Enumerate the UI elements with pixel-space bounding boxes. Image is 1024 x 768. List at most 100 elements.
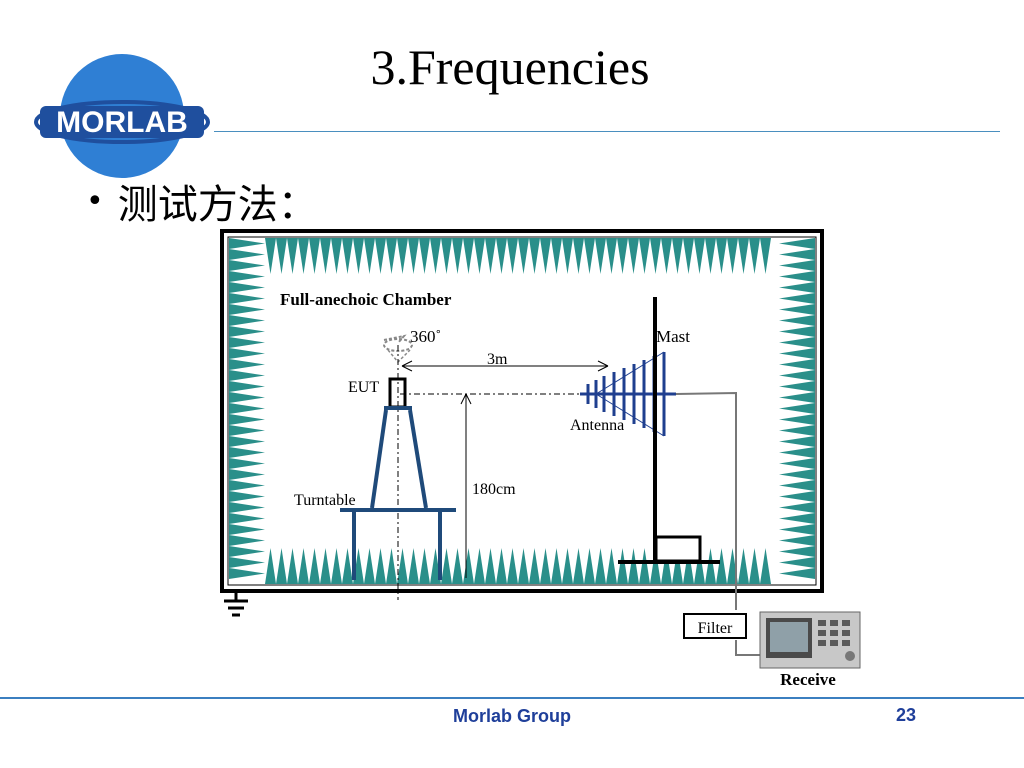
title-underline <box>214 131 1000 132</box>
absorber-cone <box>452 238 463 274</box>
antenna-label: Antenna <box>570 417 624 434</box>
absorber-cone <box>779 337 815 348</box>
absorber-cone <box>419 238 430 274</box>
absorber-cone <box>779 282 815 293</box>
absorber-cone <box>727 238 738 274</box>
absorber-cone <box>738 238 749 274</box>
absorber-cone <box>518 548 529 584</box>
absorber-cone <box>749 238 760 274</box>
absorber-cone <box>320 548 331 584</box>
turntable-stand <box>340 406 456 580</box>
absorber-cone <box>496 548 507 584</box>
absorber-cone <box>573 238 584 274</box>
absorber-cone <box>229 348 265 359</box>
absorber-cone <box>628 548 639 584</box>
logo-text-band <box>40 106 204 138</box>
absorber-cone <box>309 548 320 584</box>
absorber-cone <box>441 548 452 584</box>
absorber-cone <box>386 238 397 274</box>
absorber-cone <box>229 392 265 403</box>
absorber-cone <box>309 238 320 274</box>
bullet-item: • 测试方法： <box>86 172 318 230</box>
absorber-cone <box>364 548 375 584</box>
absorber-cone <box>452 548 463 584</box>
absorber-cone <box>276 548 287 584</box>
eut-label: EUT <box>348 379 379 396</box>
absorber-cone <box>229 425 265 436</box>
logo-ring <box>34 100 210 144</box>
absorber-cone <box>650 548 661 584</box>
absorber-cone <box>229 568 265 579</box>
absorber-cone <box>650 238 661 274</box>
absorber-cone <box>320 238 331 274</box>
absorber-cone <box>229 436 265 447</box>
absorber-cone <box>779 381 815 392</box>
absorber-cone <box>779 436 815 447</box>
absorber-cone <box>507 548 518 584</box>
absorber-cone <box>529 548 540 584</box>
absorber-cone <box>779 359 815 370</box>
absorber-cone <box>661 548 672 584</box>
absorber-cone <box>595 548 606 584</box>
absorber-cone <box>562 238 573 274</box>
absorber-cone <box>229 381 265 392</box>
absorber-cone <box>705 548 716 584</box>
chamber-label: Full-anechoic Chamber <box>280 290 452 309</box>
chamber-outer-wall <box>220 229 824 593</box>
absorber-cone <box>779 249 815 260</box>
absorber-cone <box>229 282 265 293</box>
filter-box <box>683 613 747 639</box>
filter-label: Filter <box>698 620 733 637</box>
turntable-label: Turntable <box>294 492 356 509</box>
absorber-cone <box>229 304 265 315</box>
absorber-cone <box>342 548 353 584</box>
absorber-cone <box>229 491 265 502</box>
absorber-cone <box>779 469 815 480</box>
absorber-cone <box>408 548 419 584</box>
absorber-cone <box>229 337 265 348</box>
absorber-cone <box>474 548 485 584</box>
height-label: 180cm <box>472 481 516 498</box>
absorber-cone <box>265 548 276 584</box>
morlab-logo: MORLAB <box>34 54 210 178</box>
distance-label: 3m <box>487 351 508 368</box>
absorber-cone <box>584 548 595 584</box>
absorber-cone <box>779 414 815 425</box>
absorber-cone <box>397 238 408 274</box>
absorber-cone <box>298 238 309 274</box>
absorber-cone <box>229 546 265 557</box>
absorber-cone <box>229 447 265 458</box>
receiver-cable <box>735 640 760 656</box>
absorber-cone <box>298 548 309 584</box>
absorber-cone <box>375 238 386 274</box>
absorber-cone <box>779 513 815 524</box>
absorber-cone <box>672 548 683 584</box>
absorber-cone <box>606 238 617 274</box>
absorber-cone <box>779 425 815 436</box>
absorber-cone <box>229 535 265 546</box>
page-number: 23 <box>896 705 917 725</box>
absorber-cone <box>229 403 265 414</box>
absorber-cone <box>617 548 628 584</box>
absorber-cone <box>229 370 265 381</box>
absorber-cone <box>485 238 496 274</box>
absorber-cone <box>779 535 815 546</box>
antenna-cable <box>675 391 737 610</box>
absorber-cone <box>276 238 287 274</box>
absorber-cone <box>779 293 815 304</box>
absorber-cone <box>779 546 815 557</box>
absorber-cone <box>342 238 353 274</box>
antenna <box>580 351 676 437</box>
absorber-cone <box>441 238 452 274</box>
absorber-cone <box>229 315 265 326</box>
mast-base <box>654 535 702 563</box>
absorber-cone <box>364 238 375 274</box>
absorber-cone <box>229 480 265 491</box>
slide-title: 3.Frequencies <box>370 39 650 95</box>
absorber-cone <box>779 403 815 414</box>
receiver-label: Receive <box>780 670 836 689</box>
absorber-cone <box>551 238 562 274</box>
absorber-cone <box>738 548 749 584</box>
absorber-cone <box>229 238 265 249</box>
absorber-cone <box>779 260 815 271</box>
